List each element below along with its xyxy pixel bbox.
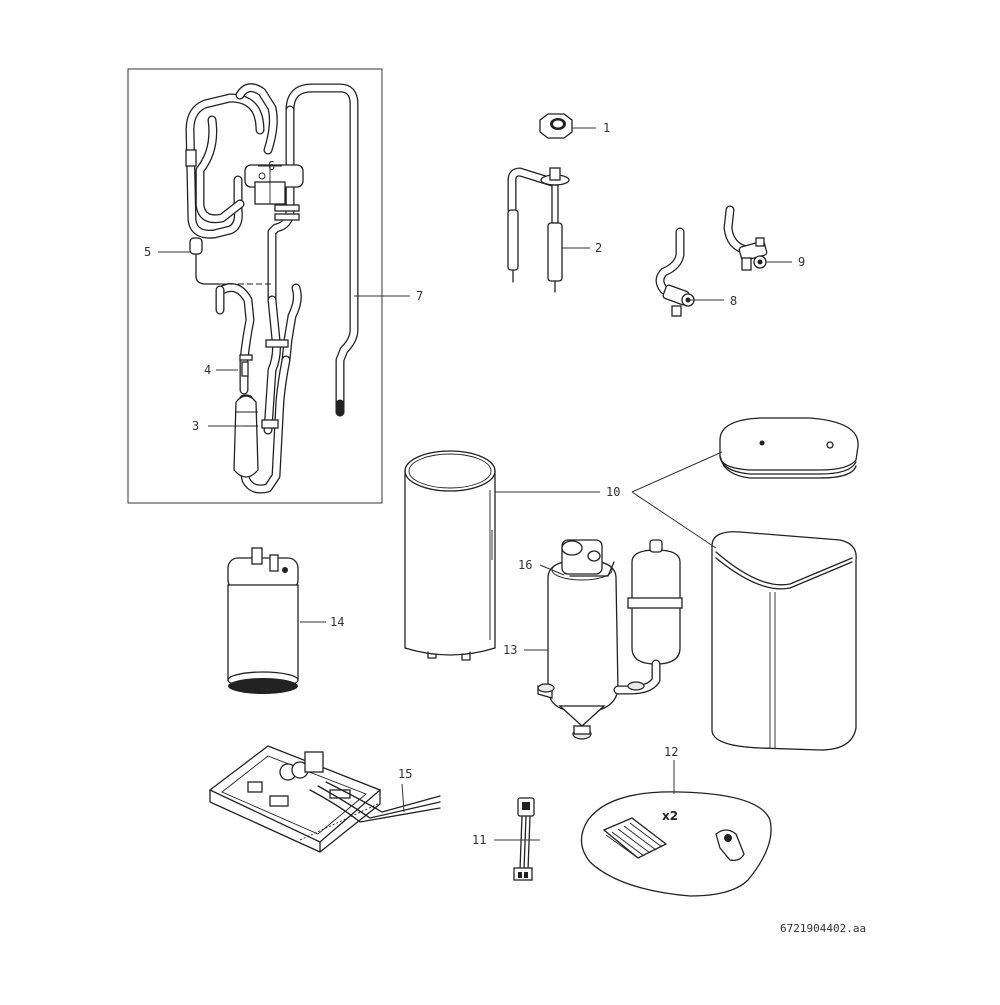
part-10-insulation-wrap — [711, 531, 857, 751]
label-part-16: 16 — [518, 558, 532, 572]
label-part-11: 11 — [472, 833, 486, 847]
label-part-10: 10 — [606, 485, 620, 499]
part-labels: 1 2 3 4 5 6 7 8 9 10 11 12 13 14 15 16 x… — [144, 121, 866, 935]
drawing-code: 6721904402.aa — [780, 922, 866, 935]
part-10-insulation-lid — [719, 417, 859, 479]
label-part-7: 7 — [416, 289, 423, 303]
label-part-6: 6 — [268, 159, 275, 173]
piping-assembly-frame — [127, 68, 383, 504]
strainer-cylinder — [233, 394, 259, 478]
label-part-1: 1 — [603, 121, 610, 135]
sensor-capsule — [189, 237, 272, 285]
piping-assembly — [185, 83, 359, 494]
part-1-nut — [539, 113, 573, 139]
part-9-service-valve — [723, 205, 768, 271]
label-part-2: 2 — [595, 241, 602, 255]
part-15-control-board — [208, 745, 441, 853]
label-part-9: 9 — [798, 255, 805, 269]
part-13-compressor — [537, 539, 683, 740]
label-part-12: 12 — [664, 745, 678, 759]
label-part-13: 13 — [503, 643, 517, 657]
label-part-8: 8 — [730, 294, 737, 308]
label-part-3: 3 — [192, 419, 199, 433]
label-part-15: 15 — [398, 767, 412, 781]
label-part-5: 5 — [144, 245, 151, 259]
part-8-service-valve — [655, 227, 695, 317]
kit-quantity-label: x2 — [662, 809, 678, 823]
part-10-insulation-cylinder — [404, 450, 496, 661]
leader-lines — [158, 127, 792, 841]
label-part-4: 4 — [204, 363, 211, 377]
part-12-kit — [580, 791, 772, 897]
part-2-valve — [507, 167, 570, 293]
part-11-harness — [513, 797, 535, 881]
part-14-receiver — [227, 547, 299, 694]
label-part-14: 14 — [330, 615, 344, 629]
